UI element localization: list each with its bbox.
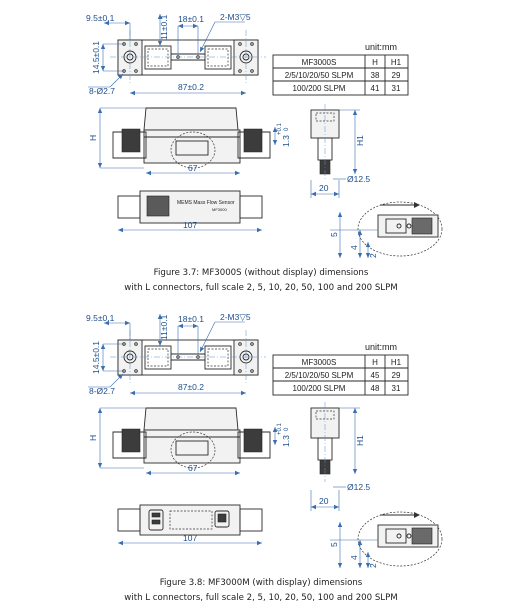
dim-67: 67 [188,163,198,173]
dim-11: 11±0.1 [159,314,169,340]
table-cell: 29 [392,71,401,80]
dimension-table-1: unit:mm MF3000S H H1 2/5/10/20/50 SLPM 3… [272,42,409,96]
side-view-drawing [310,104,340,180]
table-cell: 48 [371,384,380,393]
caption-line-2: with L connectors, full scale 2, 5, 10, … [124,593,397,603]
unit-label: unit:mm [365,42,397,52]
dim-8-27: 8-Ø2.7 [89,386,115,396]
dim-67: 67 [188,463,198,473]
sensor-label-line2: MF3000 [212,207,227,212]
dim-14-5: 14.5±0.1 [91,41,101,74]
bottom-view-drawing: MEMS Mass Flow Sensor MF3000 [117,190,263,224]
table-cell: 31 [392,384,401,393]
dim-107: 107 [183,533,197,543]
table-head-h: H [372,58,378,67]
table-cell: 45 [371,371,380,380]
dim-12-5: Ø12.5 [347,174,370,184]
figure-3-8: 9.5±0.1 18±0.1 2-M3▽5 11±0.1 14.5±0.1 8-… [86,312,443,603]
dim-5: 5 [329,232,339,237]
table-cell: 38 [371,71,380,80]
dim-1-3-tol0: 0 [284,127,290,131]
unit-label: unit:mm [365,342,397,352]
dim-h: H [88,435,98,441]
table-cell: 2/5/10/20/50 SLPM [285,71,354,80]
dim-18: 18±0.1 [178,314,204,324]
front-view-drawing [112,107,271,169]
dim-8-27: 8-Ø2.7 [89,86,115,96]
table-cell: 2/5/10/20/50 SLPM [285,371,354,380]
dim-1-3: 1.3 [281,435,291,447]
dim-14-5: 14.5±0.1 [91,341,101,374]
dim-87: 87±0.2 [178,382,204,392]
table-head-h1: H1 [391,58,402,67]
table-head-h: H [372,358,378,367]
dim-4: 4 [349,245,359,250]
caption-line-2: with L connectors, full scale 2, 5, 10, … [124,283,397,293]
dim-1-3-tol: +0.1 [277,122,283,135]
sensor-label-line1: MEMS Mass Flow Sensor [177,200,235,206]
detail-view-drawing [357,511,443,567]
dim-2: 2 [368,563,378,568]
dim-m3: 2-M3▽5 [220,312,251,322]
table-head-model: MF3000S [302,358,337,367]
dim-12-5: Ø12.5 [347,482,370,492]
table-cell: 41 [371,84,380,93]
top-view-drawing [110,330,266,384]
table-head-model: MF3000S [302,58,337,67]
dim-20: 20 [319,496,329,506]
table-cell: 31 [392,84,401,93]
side-view-drawing [310,402,340,482]
dim-107: 107 [183,220,197,230]
dim-m3: 2-M3▽5 [220,12,251,22]
dim-9-5: 9.5±0.1 [86,13,115,23]
dim-h1: H1 [355,135,365,146]
dim-18: 18±0.1 [178,14,204,24]
dim-h1: H1 [355,435,365,446]
caption-line-1: Figure 3.7: MF3000S (without display) di… [154,268,369,278]
dim-2: 2 [368,253,378,258]
dimension-table-2: unit:mm MF3000S H H1 2/5/10/20/50 SLPM 4… [272,342,409,396]
caption-line-1: Figure 3.8: MF3000M (with display) dimen… [160,578,363,588]
dim-11: 11±0.1 [159,14,169,40]
dim-1-3-tol0: 0 [284,427,290,431]
top-view-drawing [110,30,266,84]
dim-4: 4 [349,555,359,560]
table-cell: 100/200 SLPM [293,384,346,393]
dim-20: 20 [319,183,329,193]
dim-h: H [88,135,98,141]
dim-5: 5 [329,542,339,547]
dim-9-5: 9.5±0.1 [86,313,115,323]
dim-1-3: 1.3 [281,135,291,147]
detail-view-drawing [357,201,443,257]
front-view-drawing [112,407,271,469]
bottom-view-drawing [117,504,263,536]
dim-87: 87±0.2 [178,82,204,92]
dim-1-3-tol: +0.1 [277,422,283,435]
table-cell: 29 [392,371,401,380]
figure-3-7: 9.5±0.1 18±0.1 2-M3▽5 11±0.1 14.5±0.1 8-… [86,12,443,293]
table-head-h1: H1 [391,358,402,367]
table-cell: 100/200 SLPM [293,84,346,93]
